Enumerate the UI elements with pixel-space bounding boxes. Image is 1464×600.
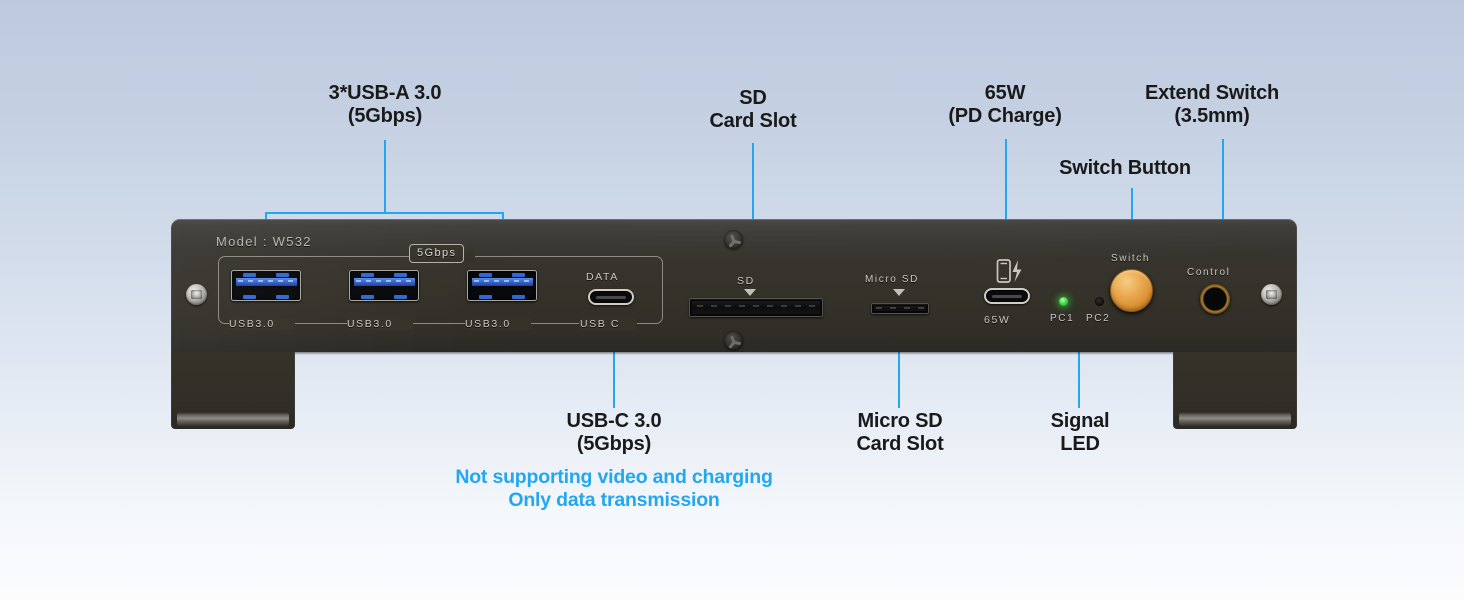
led-pc1-indicator — [1059, 297, 1068, 306]
annotation-signal-led-line1: Signal — [1050, 410, 1110, 432]
leader-usb-a-stem — [384, 140, 387, 213]
charging-phone-icon — [996, 259, 1022, 283]
usb-group-gap-1 — [229, 318, 295, 330]
annotation-usb-c-note-line1: Not supporting video and charging — [455, 466, 773, 488]
sd-arrow-icon — [744, 289, 756, 296]
usb-a-port-1[interactable] — [231, 270, 301, 301]
annotation-sd: SD Card Slot — [653, 87, 853, 133]
device-shelf-edge — [295, 352, 1173, 355]
annotation-usb-c-note: Not supporting video and charging Only d… — [414, 466, 814, 511]
annotation-usb-a: 3*USB-A 3.0 (5Gbps) — [265, 82, 505, 128]
usb-c-data-top-label: DATA — [586, 271, 619, 283]
micro-sd-arrow-icon — [893, 289, 905, 296]
leader-usb-c — [613, 330, 616, 408]
switch-button[interactable] — [1110, 269, 1153, 312]
annotation-micro-sd-line1: Micro SD — [857, 410, 943, 432]
leader-pd — [1005, 139, 1008, 251]
screw-left — [186, 284, 207, 305]
screw-blade — [729, 233, 735, 242]
pd-charging-port[interactable] — [984, 288, 1030, 304]
usb-a-tongue — [353, 278, 415, 286]
sd-slot-inner — [692, 301, 820, 314]
model-label: Model : W532 — [216, 234, 312, 249]
usb-a-tab — [394, 272, 407, 277]
device-front-panel: Model : W532 5Gbps — [171, 219, 1297, 352]
pd-port-label: 65W — [984, 314, 1011, 326]
sd-card-slot[interactable] — [689, 298, 823, 317]
annotation-micro-sd: Micro SD Card Slot — [800, 410, 1000, 456]
control-jack-label: Control — [1187, 267, 1231, 278]
speed-badge-5gbps: 5Gbps — [409, 244, 465, 263]
annotation-signal-led-line2: LED — [1060, 433, 1100, 456]
usb-a-tab — [361, 272, 374, 277]
device-leg-right — [1173, 352, 1297, 429]
annotation-extend-switch: Extend Switch (3.5mm) — [1112, 82, 1312, 128]
usb-c-data-port[interactable] — [588, 289, 634, 305]
screw-right — [1261, 284, 1282, 305]
switch-knob-label: Switch — [1111, 253, 1151, 264]
annotation-usb-a-line2: (5Gbps) — [347, 105, 423, 128]
annotation-usb-c: USB-C 3.0 (5Gbps) — [514, 410, 714, 456]
annotation-usb-a-line1: 3*USB-A 3.0 — [328, 82, 442, 104]
micro-sd-card-slot[interactable] — [871, 303, 929, 314]
micro-sd-slot-label: Micro SD — [865, 274, 919, 285]
device-leg-left — [171, 352, 295, 429]
docking-station-device: Model : W532 5Gbps — [171, 219, 1297, 429]
usb-a-port-3[interactable] — [467, 270, 537, 301]
usb-c-data-bottom-label: USB C — [580, 318, 621, 330]
usb-a-tab — [394, 294, 407, 299]
usb-a-port-2[interactable] — [349, 270, 419, 301]
usb-a-port-2-label: USB3.0 — [347, 318, 393, 330]
leader-extend-switch — [1222, 139, 1225, 250]
annotation-pd-line2: (PD Charge) — [948, 105, 1062, 128]
annotation-switch-button-line1: Switch Button — [1059, 157, 1191, 179]
usb-group-gap-4 — [579, 318, 637, 330]
annotation-sd-line1: SD — [739, 87, 767, 109]
sd-slot-label: SD — [737, 275, 755, 287]
usb-group-gap-3 — [465, 318, 531, 330]
screw-sd-bottom — [724, 331, 743, 350]
annotation-micro-sd-line2: Card Slot — [856, 433, 944, 456]
usb-a-tab — [512, 272, 525, 277]
usb-a-tab — [479, 272, 492, 277]
led-pc2-label: PC2 — [1086, 313, 1111, 324]
annotation-pd-line1: 65W — [984, 82, 1026, 104]
usb-group-gap-2 — [347, 318, 413, 330]
leader-signal-led — [1078, 312, 1081, 408]
usb-a-port-3-label: USB3.0 — [465, 318, 511, 330]
annotation-usb-c-line1: USB-C 3.0 — [566, 410, 662, 432]
device-foot-left — [177, 412, 289, 426]
usb-a-tab — [479, 294, 492, 299]
usb-a-tab — [276, 294, 289, 299]
annotation-extend-switch-line2: (3.5mm) — [1174, 105, 1250, 128]
led-pc2-indicator — [1095, 297, 1104, 306]
usb-a-tab — [276, 272, 289, 277]
usb-a-tab — [243, 272, 256, 277]
annotation-usb-c-line2: (5Gbps) — [576, 433, 652, 456]
screw-sd-top — [724, 230, 743, 249]
device-foot-right — [1179, 412, 1291, 426]
leader-usb-a-bar — [265, 212, 504, 215]
usb-a-tab — [512, 294, 525, 299]
usb-a-port-1-label: USB3.0 — [229, 318, 275, 330]
annotation-pd: 65W (PD Charge) — [905, 82, 1105, 128]
annotation-switch-button: Switch Button — [1025, 157, 1225, 180]
usb-a-tongue — [235, 278, 297, 286]
annotation-extend-switch-line1: Extend Switch — [1144, 82, 1280, 104]
annotation-signal-led: Signal LED — [980, 410, 1180, 456]
leader-sd — [752, 143, 755, 238]
screw-blade — [729, 334, 735, 343]
usb-a-tongue — [471, 278, 533, 286]
leader-micro-sd — [898, 310, 901, 408]
control-jack-port[interactable] — [1200, 284, 1230, 314]
annotation-usb-c-note-line2: Only data transmission — [508, 488, 720, 511]
usb-a-tab — [243, 294, 256, 299]
usb-a-tab — [361, 294, 374, 299]
led-pc1-label: PC1 — [1050, 313, 1075, 324]
micro-sd-slot-inner — [874, 306, 926, 311]
annotation-sd-line2: Card Slot — [709, 110, 797, 133]
